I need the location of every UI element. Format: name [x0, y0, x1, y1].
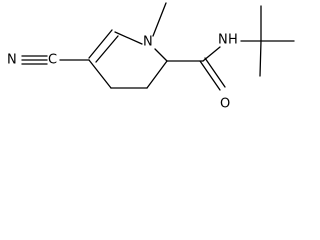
- bond-tbu-methyl-down: [259, 40, 262, 77]
- amide-group: [166, 40, 262, 91]
- ring-bonds: [88, 29, 168, 89]
- ring-nitrogen-label: N: [143, 35, 153, 50]
- bond-c6-c5-double-inner: [95, 35, 119, 63]
- bond-c6-c5-double-outer: [88, 29, 113, 59]
- carbonyl-oxygen-label: O: [220, 97, 230, 112]
- carbonyl-double-bond-right: [204, 57, 226, 88]
- atom-labels: N C N N H O: [7, 33, 238, 112]
- amide-nitrogen-label: N: [218, 33, 228, 48]
- bond-c3-c2: [146, 60, 168, 89]
- bond-carbonyl-amide-n: [202, 46, 221, 62]
- nitrile-group: [21, 55, 90, 65]
- bond-c5-c4: [88, 59, 112, 89]
- bond-n1-methyl: [152, 2, 167, 37]
- amide-hydrogen-label: H: [228, 33, 238, 48]
- nitrile-carbon-label: C: [48, 53, 57, 68]
- carbonyl-double-bond-left: [199, 60, 221, 91]
- chemical-structure: N C N N H O: [7, 2, 295, 112]
- bond-n1-c6: [114, 31, 143, 45]
- n-methyl-bond: [152, 2, 167, 37]
- nitrile-nitrogen-label: N: [7, 53, 17, 68]
- tert-butyl-group: [259, 5, 295, 77]
- bond-c2-n1: [154, 48, 168, 62]
